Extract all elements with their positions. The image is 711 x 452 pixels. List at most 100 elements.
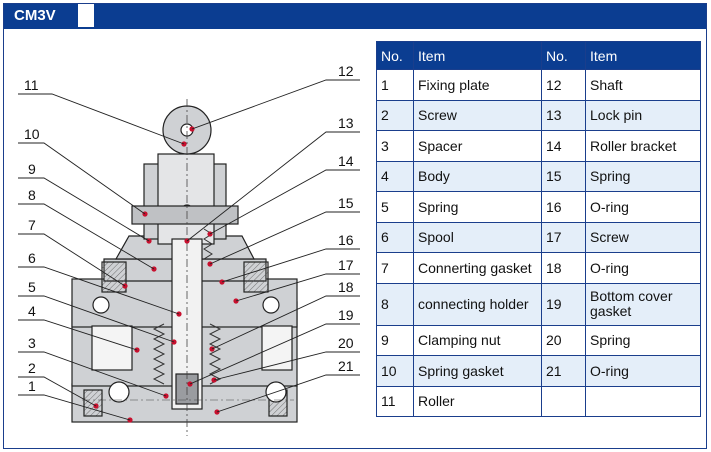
- cell-item: Roller bracket: [585, 130, 701, 162]
- callout-19: 19: [338, 307, 354, 323]
- cell-item: Clamping nut: [413, 324, 542, 356]
- table-row: 6 Spool 17 Screw: [376, 221, 701, 253]
- cell-item: Shaft: [585, 69, 701, 101]
- title-bar: [4, 4, 706, 28]
- cell-no: [541, 385, 586, 417]
- table-row: 10 Spring gasket 21 O-ring: [376, 355, 701, 387]
- cell-item: Screw: [585, 221, 701, 253]
- callout-21: 21: [338, 358, 354, 374]
- cell-no: 11: [376, 385, 414, 417]
- table-row: 3 Spacer 14 Roller bracket: [376, 130, 701, 162]
- callout-17: 17: [338, 257, 354, 273]
- table-row: 11 Roller: [376, 385, 701, 417]
- cell-item: Fixing plate: [413, 69, 542, 101]
- header-no-1: No.: [376, 41, 414, 70]
- table-row: 1 Fixing plate 12 Shaft: [376, 69, 701, 101]
- cell-item: Spring: [585, 160, 701, 192]
- cell-item: Screw: [413, 99, 542, 131]
- cell-no: 12: [541, 69, 586, 101]
- cell-item: Body: [413, 160, 542, 192]
- callout-2: 2: [28, 360, 36, 376]
- cell-no: 13: [541, 99, 586, 131]
- header-item-2: Item: [585, 41, 701, 70]
- callout-1: 1: [28, 378, 36, 394]
- cell-item: Spring gasket: [413, 355, 542, 387]
- parts-table: No. Item No. Item 1 Fixing plate 12 Shaf…: [376, 41, 701, 417]
- leader-lines: [18, 79, 360, 421]
- bolt-hole-bottom-left: [108, 381, 130, 403]
- cell-no: 16: [541, 191, 586, 223]
- cell-item: O-ring: [585, 355, 701, 387]
- table-row: 4 Body 15 Spring: [376, 160, 701, 192]
- cell-item: Roller: [413, 385, 542, 417]
- cell-no: 21: [541, 355, 586, 387]
- table-row: 2 Screw 13 Lock pin: [376, 99, 701, 131]
- callout-numbers: 1 2 3 4 5 6 7 8 9 10 11 12 13 14 15 16 1…: [24, 63, 354, 394]
- cell-item: Lock pin: [585, 99, 701, 131]
- cell-item: connecting holder: [413, 282, 542, 326]
- header-no-2: No.: [541, 41, 586, 70]
- callout-9: 9: [28, 161, 36, 177]
- cell-no: 9: [376, 324, 414, 356]
- table-header-row: No. Item No. Item: [376, 41, 701, 70]
- cell-no: 1: [376, 69, 414, 101]
- cell-no: 4: [376, 160, 414, 192]
- cell-no: 3: [376, 130, 414, 162]
- callout-14: 14: [338, 153, 354, 169]
- cell-item: O-ring: [585, 191, 701, 223]
- callout-18: 18: [338, 279, 354, 295]
- cell-item: Spring: [585, 324, 701, 356]
- callout-3: 3: [28, 335, 36, 351]
- cell-no: 6: [376, 221, 414, 253]
- bolt-hole-left: [92, 296, 110, 314]
- callout-12: 12: [338, 63, 354, 79]
- bolt-hole-right: [262, 296, 280, 314]
- callout-13: 13: [338, 115, 354, 131]
- table-row: 7 Connerting gasket 18 O-ring: [376, 252, 701, 284]
- cell-item: Spool: [413, 221, 542, 253]
- cross-section-diagram: 1 2 3 4 5 6 7 8 9 10 11 12 13 14 15 16 1…: [18, 63, 360, 436]
- cell-no: 2: [376, 99, 414, 131]
- callout-15: 15: [338, 195, 354, 211]
- cell-item: [585, 385, 701, 417]
- clamping-nut: [131, 205, 239, 225]
- callout-8: 8: [28, 187, 36, 203]
- title-underline: [4, 27, 706, 29]
- callout-20: 20: [338, 335, 354, 351]
- table-row: 5 Spring 16 O-ring: [376, 191, 701, 223]
- cell-no: 8: [376, 282, 414, 326]
- cell-item: Bottom cover gasket: [585, 282, 701, 326]
- screw-right: [243, 261, 269, 293]
- cell-no: 5: [376, 191, 414, 223]
- callout-10: 10: [24, 126, 40, 142]
- callout-6: 6: [28, 250, 36, 266]
- callout-4: 4: [28, 303, 36, 319]
- bottom-screw-left: [83, 389, 103, 417]
- cell-item: O-ring: [585, 252, 701, 284]
- cell-item: Connerting gasket: [413, 252, 542, 284]
- cell-item: Spacer: [413, 130, 542, 162]
- callout-5: 5: [28, 279, 36, 295]
- header-item-1: Item: [413, 41, 542, 70]
- cell-no: 7: [376, 252, 414, 284]
- cell-no: 19: [541, 282, 586, 326]
- callout-16: 16: [338, 232, 354, 248]
- table-row: 8 connecting holder 19 Bottom cover gask…: [376, 282, 701, 326]
- frame: CM3V: [3, 3, 707, 449]
- callout-11: 11: [24, 77, 39, 93]
- cell-no: 10: [376, 355, 414, 387]
- spring-left: [152, 323, 166, 385]
- model-title: CM3V: [4, 4, 78, 28]
- spring-right: [208, 323, 222, 385]
- callout-7: 7: [28, 217, 36, 233]
- cell-no: 14: [541, 130, 586, 162]
- cell-no: 18: [541, 252, 586, 284]
- port-right: [261, 325, 293, 371]
- cell-item: Spring: [413, 191, 542, 223]
- port-left: [91, 325, 133, 371]
- cell-no: 17: [541, 221, 586, 253]
- cell-no: 20: [541, 324, 586, 356]
- cell-no: 15: [541, 160, 586, 192]
- screw-left: [101, 261, 127, 293]
- table-row: 9 Clamping nut 20 Spring: [376, 324, 701, 356]
